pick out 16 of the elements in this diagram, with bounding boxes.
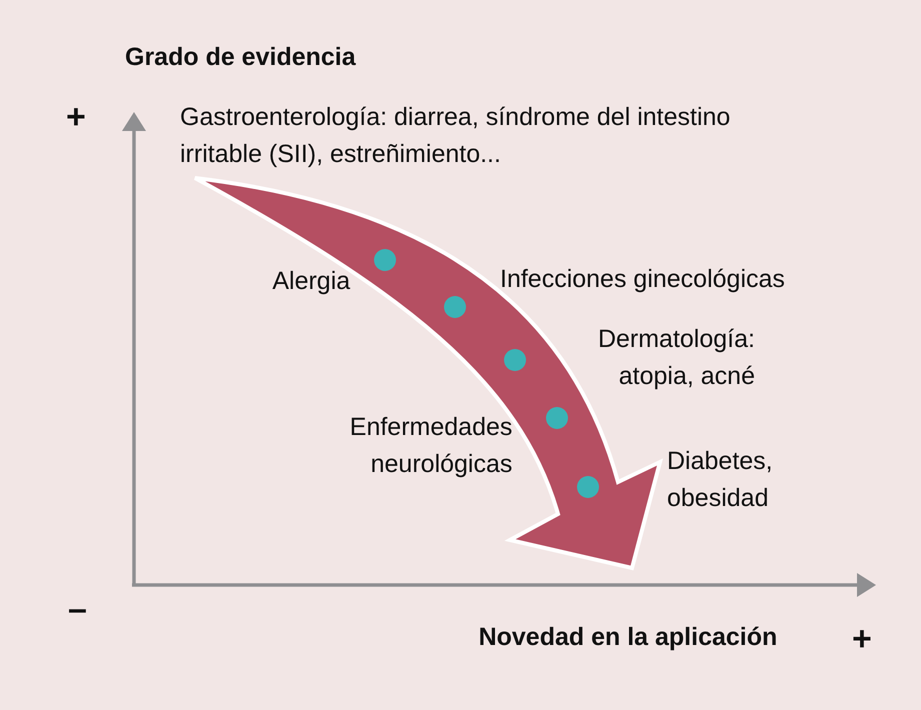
dot-icon xyxy=(444,296,466,318)
category-label: Alergia xyxy=(271,266,350,297)
category-label: Infecciones ginecológicas xyxy=(500,264,786,295)
y-axis-title: Grado de evidencia xyxy=(125,42,357,73)
minus-sign: – xyxy=(68,589,88,629)
category-label: Gastroenterología: diarrea, síndrome del intestino irritable (SII), estreñimiento... xyxy=(180,102,732,170)
category-label: Enfermedades neurológicas xyxy=(348,412,512,480)
dot-icon xyxy=(546,407,568,429)
x-axis-title: Novedad en la aplicación xyxy=(478,622,778,653)
category-label: Dermatología: atopia, acné xyxy=(596,324,755,392)
dot-icon xyxy=(374,249,396,271)
dot-icon xyxy=(504,349,526,371)
plus-sign: + xyxy=(66,97,87,137)
plus-sign: + xyxy=(852,619,873,659)
category-label: Diabetes, obesidad xyxy=(667,446,774,514)
dot-icon xyxy=(577,476,599,498)
